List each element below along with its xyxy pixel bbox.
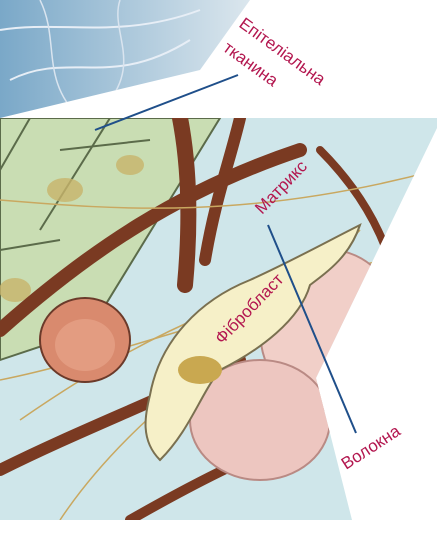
upper-tissue-fragment [0,0,260,120]
round-cell [40,298,130,382]
label-fibers: Волокна [338,421,404,473]
tissue-section [0,110,437,530]
